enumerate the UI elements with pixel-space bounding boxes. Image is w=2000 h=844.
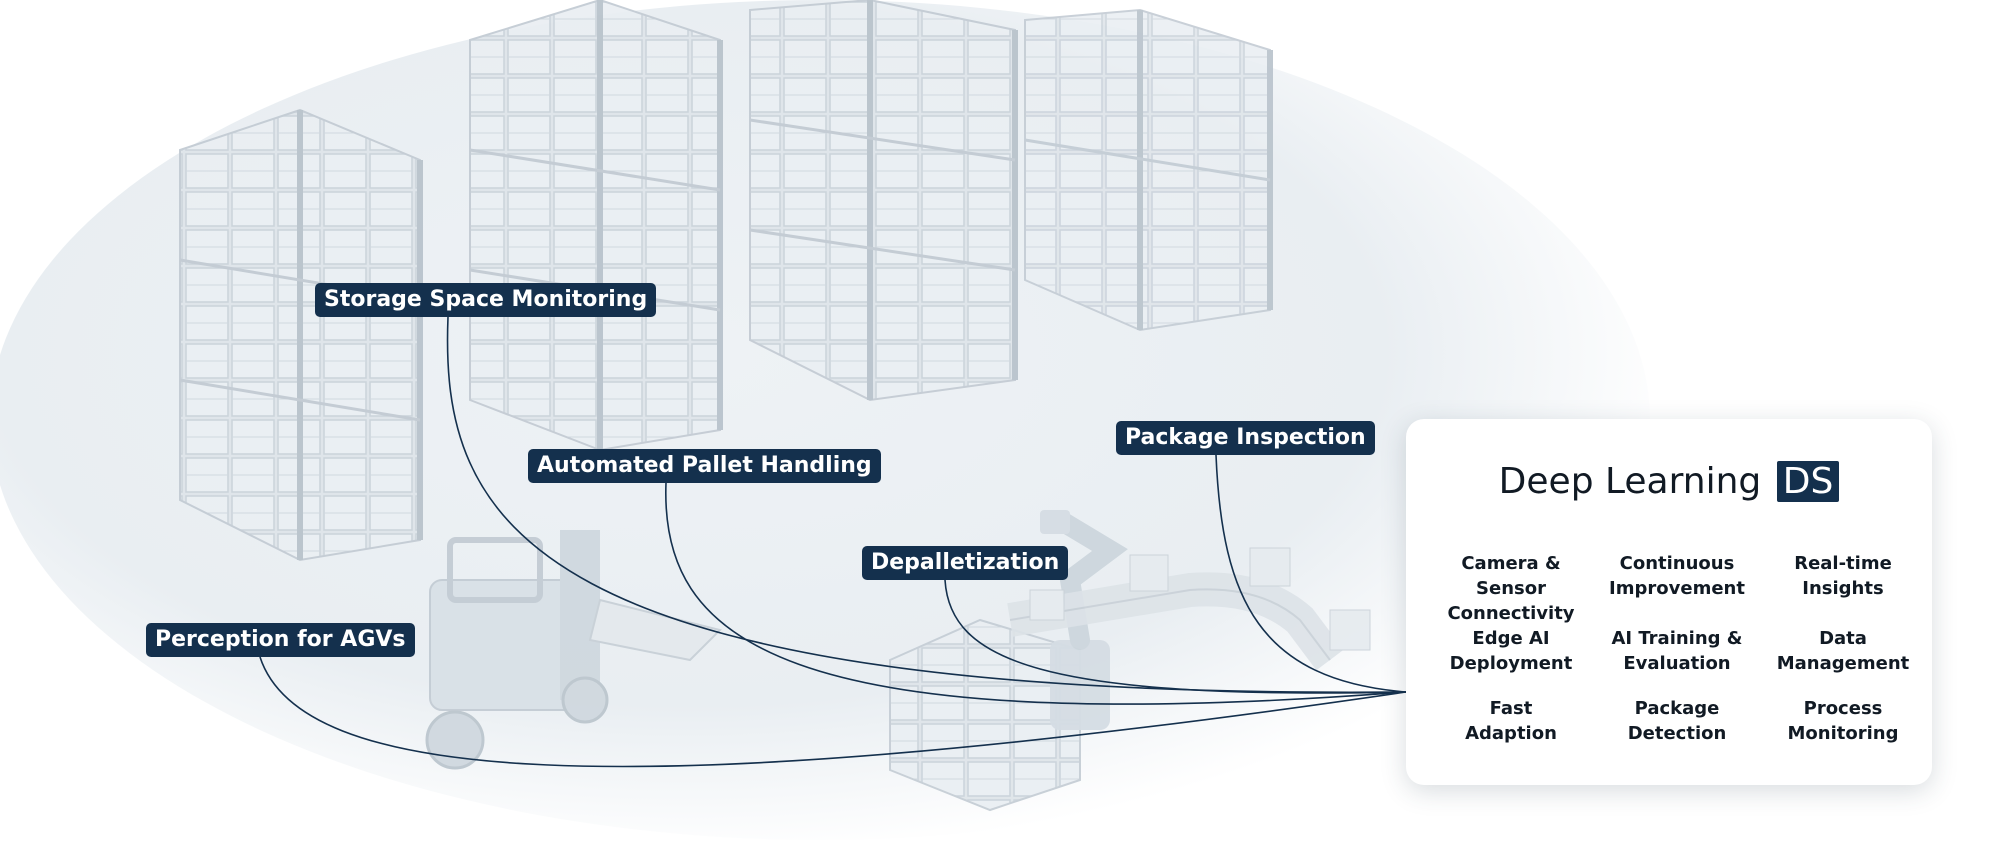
feature-item: Edge AI Deployment [1449,628,1573,674]
storage-rack [749,0,1018,402]
connector-package-inspection [1215,454,1407,693]
storage-rack [469,0,723,452]
feature-item: Package Detection [1627,698,1727,744]
deep-learning-ds-card: Deep Learning DS Camera & Sensor Connect… [1406,419,1932,785]
depalletization-label: Depalletization [862,546,1069,580]
feature-item: Process Monitoring [1787,698,1899,744]
conveyor-belt [1007,547,1371,671]
feature-item: AI Training & Evaluation [1611,628,1743,674]
feature-item: Continuous Improvement [1609,553,1745,599]
connector-depalletization [944,579,1407,694]
feature-item: Fast Adaption [1465,698,1557,744]
card-title-text: Deep Learning [1498,461,1762,502]
feature-item: Data Management [1776,628,1910,674]
feature-item: Camera & Sensor Connectivity [1447,553,1575,624]
feature-item: Real-time Insights [1794,553,1892,599]
storage-rack [1024,8,1273,332]
automated-pallet-handling-label: Automated Pallet Handling [528,449,881,483]
ds-badge: DS [1776,461,1840,502]
connector-storage [446,316,1407,694]
storage-rack [179,108,423,562]
forklift [425,530,722,770]
connector-agv [259,656,1407,768]
connector-lines [259,316,1407,768]
package-inspection-label: Package Inspection [1116,421,1375,455]
connector-pallet [665,482,1407,705]
storage-space-monitoring-label: Storage Space Monitoring [315,283,657,317]
perception-for-agvs-label: Perception for AGVs [146,623,415,657]
card-title: Deep Learning DS [1406,461,1932,502]
